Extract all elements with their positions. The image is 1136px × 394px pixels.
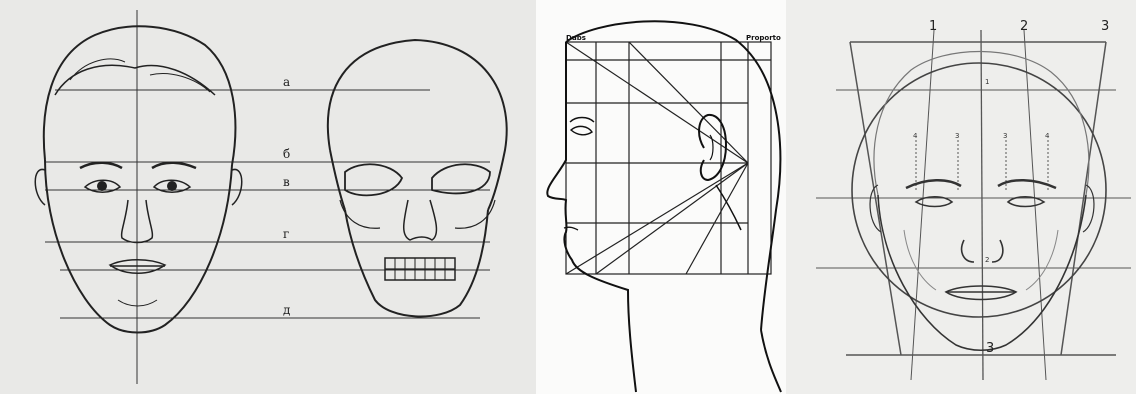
profile-grid (566, 42, 771, 274)
front-face-and-skull-drawing: а б в г д (0, 0, 536, 394)
profile-head-panel: Dubs Proporto (536, 0, 786, 394)
label-g: г (283, 227, 289, 241)
row-number-4: 4 (1045, 132, 1050, 140)
label-d: д (283, 303, 290, 317)
label-a: а (283, 75, 290, 89)
pencil-face-construction-drawing: 1 2 3 4 3 3 4 1 2 3 (786, 0, 1136, 394)
label-b: б (283, 147, 290, 161)
top-number-1: 1 (929, 19, 937, 34)
front-face-and-skull-panel: а б в г д (0, 0, 536, 394)
profile-label-right: Proporto (746, 34, 781, 42)
face-drawing (35, 26, 242, 332)
row-number-2: 3 (955, 132, 959, 140)
label-v: в (283, 175, 290, 189)
row-number-1: 4 (913, 132, 918, 140)
center-mark-1: 1 (985, 78, 989, 86)
profile-outline (547, 21, 781, 392)
row-number-3: 3 (1003, 132, 1007, 140)
skull-drawing (328, 40, 507, 316)
top-number-2: 2 (1020, 19, 1028, 34)
pencil-face-construction-panel: 1 2 3 4 3 3 4 1 2 3 (786, 0, 1136, 394)
cranium-circle (852, 63, 1106, 317)
construction-lines (816, 30, 1131, 380)
profile-label-left: Dubs (566, 34, 586, 42)
center-mark-3: 3 (986, 341, 994, 356)
center-mark-2: 2 (985, 256, 989, 264)
top-number-3: 3 (1101, 19, 1109, 34)
profile-head-drawing: Dubs Proporto (536, 0, 786, 394)
